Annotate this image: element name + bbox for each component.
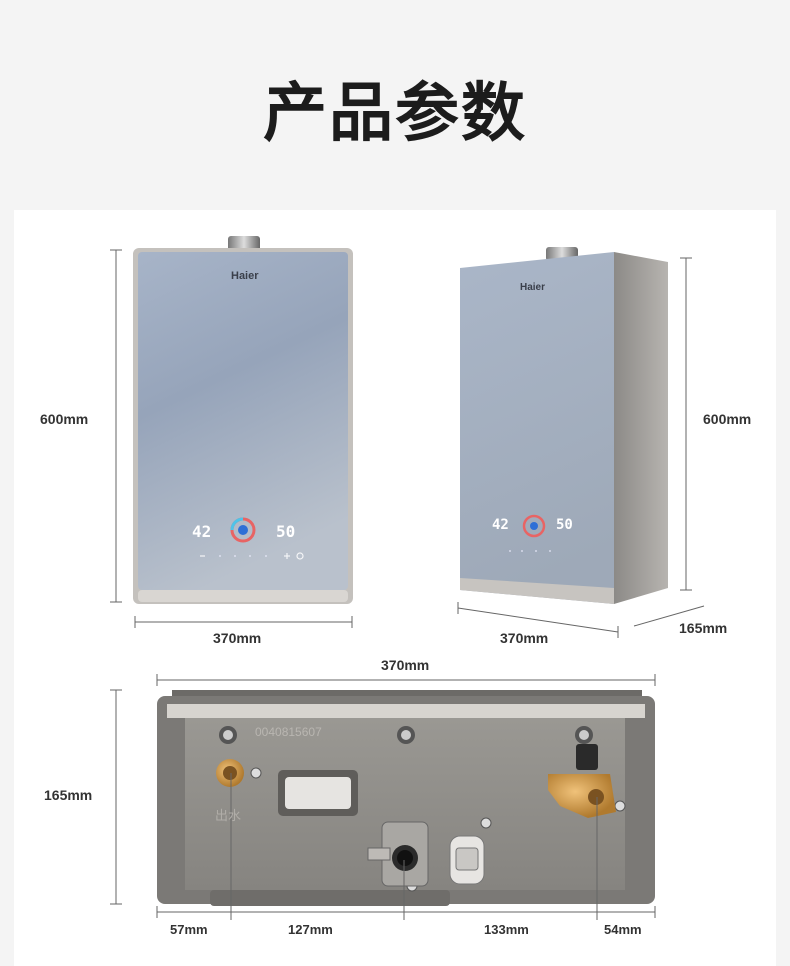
serial-number-text: 0040815607: [255, 725, 322, 739]
front-height-label: 600mm: [40, 411, 89, 427]
side-brand-logo: Haier: [520, 282, 546, 293]
side-display-right: 50: [556, 517, 573, 533]
side-view-heater: [460, 247, 668, 604]
front-dimension-lines: [110, 249, 353, 628]
segment-label-2: 127mm: [288, 922, 333, 937]
side-flank: [614, 252, 668, 604]
bottom-width-label: 370mm: [381, 657, 430, 673]
front-width-label: 370mm: [213, 630, 262, 646]
front-view-heater: [133, 236, 353, 604]
side-depth-label: 165mm: [679, 620, 728, 636]
side-flame-icon: [530, 522, 538, 530]
side-dimension-lines: [457, 257, 705, 638]
page-title: 产品参数: [263, 77, 527, 151]
side-display-left: 42: [492, 517, 509, 533]
bottom-view-heater: [157, 690, 655, 906]
water-outlet-text: 出水: [215, 808, 242, 823]
bottom-dimension-lines: [110, 674, 656, 920]
side-front-panel: [460, 252, 614, 604]
segment-label-1: 57mm: [170, 922, 208, 937]
front-panel: [138, 252, 348, 590]
bottom-vent: [285, 777, 351, 809]
side-width-label: 370mm: [500, 630, 549, 646]
cold-water-inlet: [548, 774, 616, 818]
screw-icons: [219, 726, 626, 892]
segment-label-4: 54mm: [604, 922, 642, 937]
flame-icon: [238, 525, 248, 535]
drain-port: [455, 847, 479, 871]
front-bottom-trim: [138, 590, 348, 602]
front-brand-logo: Haier: [231, 270, 259, 282]
front-display-left: 42: [192, 522, 212, 541]
front-display-right: 50: [276, 522, 296, 541]
segment-label-3: 133mm: [484, 922, 529, 937]
bottom-height-label: 165mm: [44, 787, 93, 803]
side-height-label: 600mm: [703, 411, 752, 427]
